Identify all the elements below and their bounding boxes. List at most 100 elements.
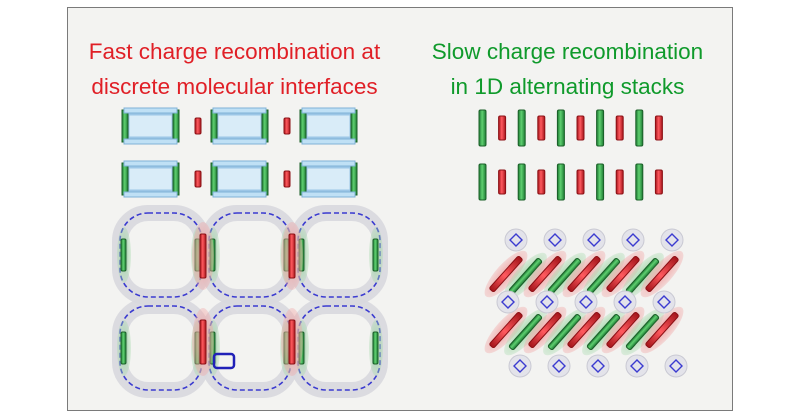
acceptor-molecule [199, 233, 207, 279]
acceptor-bar [537, 115, 546, 141]
acceptor-bar [283, 117, 291, 135]
linker-cloud [613, 290, 637, 314]
figure-panel: Fast charge recombination at discrete mo… [67, 7, 733, 411]
acceptor-molecule [288, 233, 296, 279]
linker-cloud [543, 228, 567, 252]
donor-bar [372, 331, 379, 365]
macrocycle-box-1 [210, 107, 269, 145]
acceptor-bar [498, 115, 507, 141]
macrocycle-box-5 [299, 160, 358, 198]
stack-acceptor [562, 306, 606, 354]
donor-bar [299, 162, 307, 196]
linker-ring [548, 233, 562, 247]
linker-ring [669, 359, 683, 373]
stack-acceptor [484, 306, 528, 354]
linker-cloud [496, 290, 520, 314]
macrocycle-box-0 [121, 107, 180, 145]
linker-ring [618, 295, 632, 309]
discrete-interfaces-schematic [121, 107, 358, 198]
donor-bar [299, 109, 307, 143]
donor-bar [517, 163, 526, 201]
donor-bar [635, 109, 644, 147]
crystal-macrocycle [290, 298, 388, 398]
donor-bar [350, 109, 358, 143]
stack-donor [621, 308, 664, 356]
macrocycle-box-3 [121, 160, 180, 198]
acceptor-bar [654, 169, 663, 195]
acceptor-bar [194, 117, 202, 135]
stack-acceptor [601, 250, 645, 298]
donor-bar [556, 109, 565, 147]
donor-bar [635, 163, 644, 201]
donor-bar [261, 162, 269, 196]
acceptor-bar [615, 115, 624, 141]
linker-cloud [504, 228, 528, 252]
acceptor-bar [194, 170, 202, 188]
linker-ring [552, 359, 566, 373]
donor-bar [172, 162, 180, 196]
linker-ring [579, 295, 593, 309]
linker-cloud [625, 354, 649, 378]
donor-bar [556, 163, 565, 201]
schematic-diagram [112, 107, 688, 398]
linker-cloud [660, 228, 684, 252]
donor-bar [372, 238, 379, 272]
linker-cloud [535, 290, 559, 314]
macrocycle-box-4 [210, 160, 269, 198]
linker-cloud [574, 290, 598, 314]
crystal-macrocycle [112, 205, 210, 305]
donor-bar [350, 162, 358, 196]
linker-ring [509, 233, 523, 247]
donor-bar [120, 331, 127, 365]
acceptor-bar [576, 115, 585, 141]
donor-bar [478, 109, 487, 147]
alternating-stacks-schematic [478, 109, 663, 201]
linker-cloud [586, 354, 610, 378]
stack-acceptor [523, 250, 567, 298]
stack-acceptor [523, 306, 567, 354]
stack-acceptor [640, 250, 684, 298]
right-heading-line2: in 1D alternating stacks [450, 74, 685, 99]
linker-cloud [664, 354, 688, 378]
linker-ring [587, 233, 601, 247]
acceptor-molecule [199, 319, 207, 365]
stack-acceptor [601, 306, 645, 354]
stack-donor [504, 252, 547, 300]
linker-cloud [582, 228, 606, 252]
left-heading: Fast charge recombination at discrete mo… [68, 34, 401, 104]
linker-ring [657, 295, 671, 309]
acceptor-bar [498, 169, 507, 195]
crystal-macrocycle [201, 298, 299, 398]
donor-bar [210, 109, 218, 143]
linker-cloud [652, 290, 676, 314]
crystal-macrocycle [201, 205, 299, 305]
linker-ring [540, 295, 554, 309]
discrete-crystal-structure [112, 205, 388, 398]
stack-acceptor [484, 250, 528, 298]
linker-cloud [547, 354, 571, 378]
donor-bar [478, 163, 487, 201]
macrocycle-box-2 [299, 107, 358, 145]
acceptor-bar [283, 170, 291, 188]
donor-bar [210, 162, 218, 196]
stack-donor [582, 308, 625, 356]
donor-bar [121, 162, 129, 196]
crystal-macrocycle [290, 205, 388, 305]
left-heading-line1: Fast charge recombination at [88, 39, 381, 64]
stack-acceptor [640, 306, 684, 354]
linker-ring [513, 359, 527, 373]
stack-donor [504, 308, 547, 356]
acceptor-molecule [288, 319, 296, 365]
linker-ring [630, 359, 644, 373]
stack-donor [543, 308, 586, 356]
donor-bar [596, 163, 605, 201]
linker-ring [591, 359, 605, 373]
acceptor-bar [537, 169, 546, 195]
right-heading: Slow charge recombination in 1D alternat… [401, 34, 734, 104]
linker-ring [501, 295, 515, 309]
donor-bar [172, 109, 180, 143]
donor-bar [261, 109, 269, 143]
linker-ring [665, 233, 679, 247]
donor-bar [596, 109, 605, 147]
stack-acceptor [562, 250, 606, 298]
